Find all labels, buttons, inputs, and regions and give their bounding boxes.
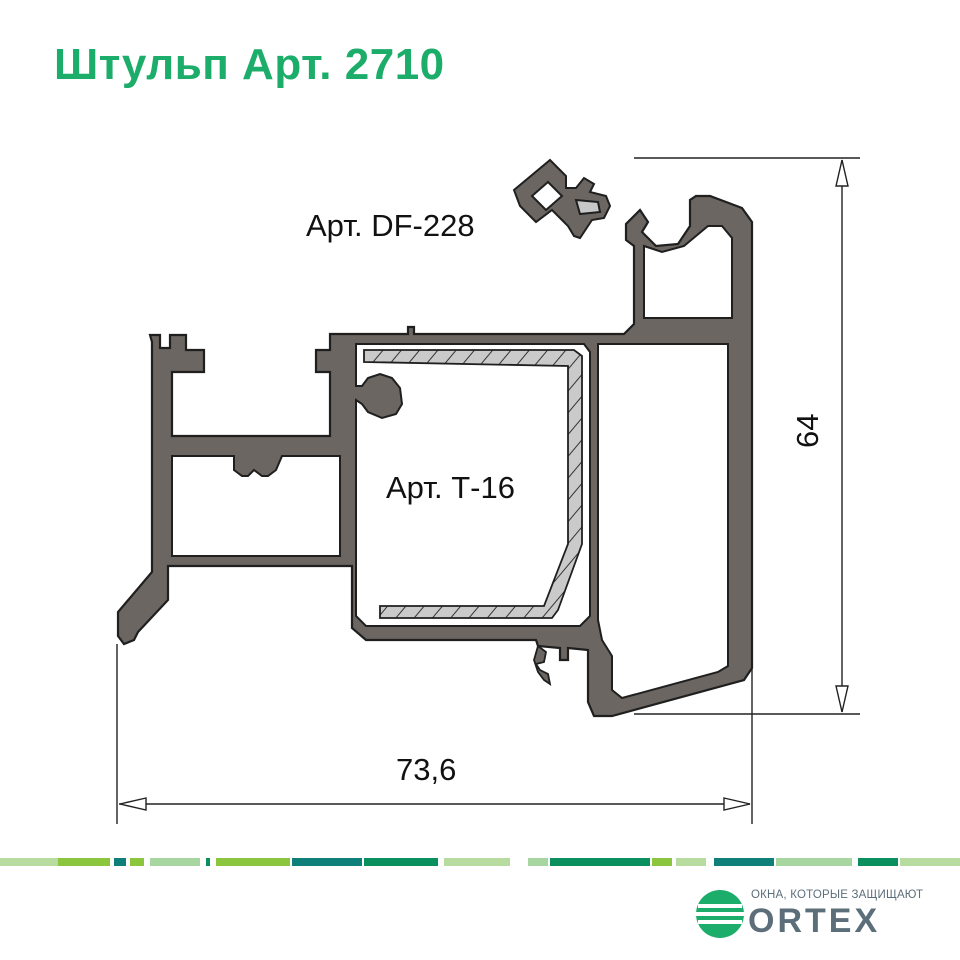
height-dimension-label: 64 xyxy=(790,413,825,448)
dimension-width xyxy=(116,644,753,824)
profile-cavities xyxy=(171,225,733,700)
insert-label: Арт. Т-16 xyxy=(386,470,515,505)
dimension-height xyxy=(634,157,860,715)
logo-brand: ORTEX xyxy=(748,902,881,940)
gasket-label: Арт. DF-228 xyxy=(306,208,475,243)
page-title: Штульп Арт. 2710 xyxy=(54,40,445,89)
gasket-df228 xyxy=(512,158,612,240)
brand-stripe xyxy=(0,858,960,866)
insert-t16 xyxy=(363,349,583,619)
bottom-lip xyxy=(533,644,552,686)
logo-tagline: ОКНА, КОТОРЫЕ ЗАЩИЩАЮТ xyxy=(751,889,924,901)
ortex-logo-icon xyxy=(696,890,744,938)
width-dimension-label: 73,6 xyxy=(396,752,457,787)
